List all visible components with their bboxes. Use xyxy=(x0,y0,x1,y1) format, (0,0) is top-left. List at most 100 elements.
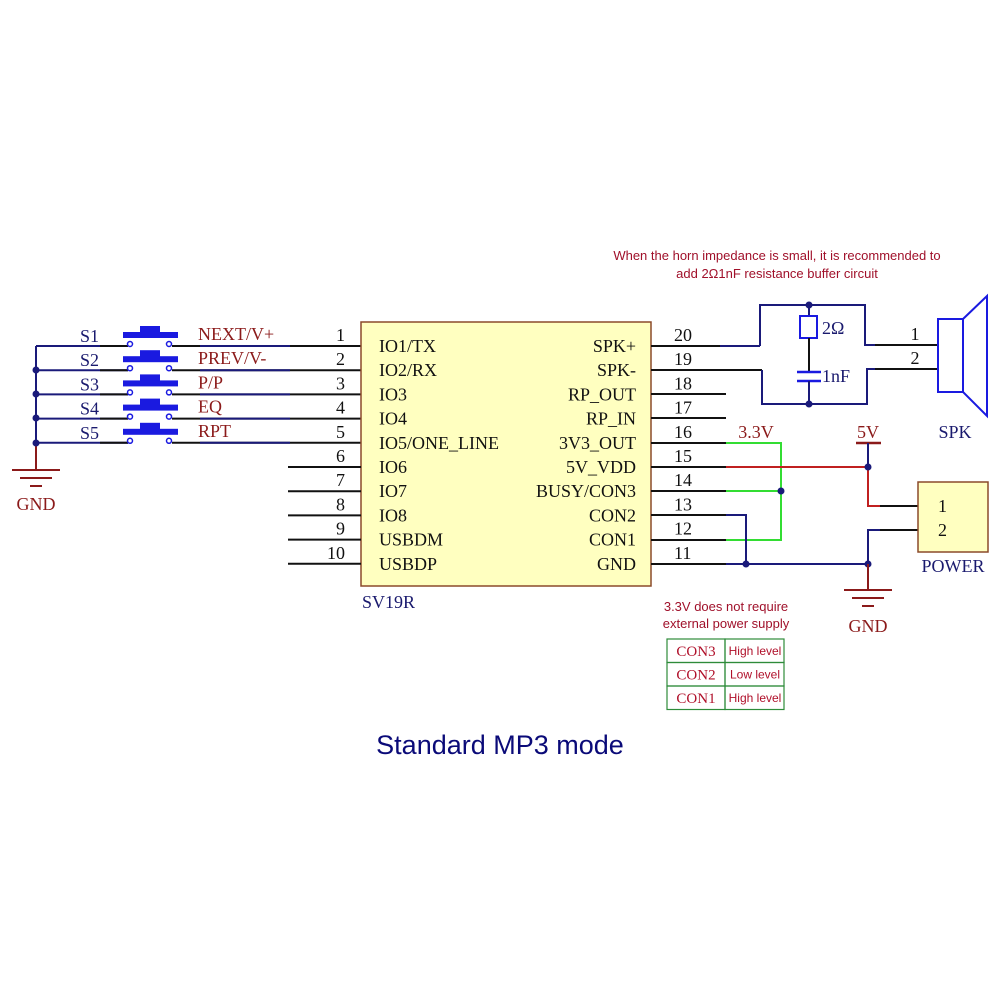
con-table-row: CON2 Low level xyxy=(666,661,785,687)
switch-ref: S4 xyxy=(80,399,99,419)
pin-number: 20 xyxy=(674,325,692,345)
pin-number: 10 xyxy=(327,543,345,563)
pin-label: IO6 xyxy=(379,457,407,477)
power-note-line1: 3.3V does not require xyxy=(664,599,788,614)
pin-number: 12 xyxy=(674,519,692,539)
pin-number: 15 xyxy=(674,446,692,466)
switch-s5: S5 RPT xyxy=(36,421,361,445)
pin-number: 7 xyxy=(336,470,345,490)
switch-s2: S2 PREV/V- xyxy=(36,348,361,372)
gnd-left-label: GND xyxy=(17,494,56,514)
pin-label: IO1/TX xyxy=(379,336,436,356)
speaker-label: SPK xyxy=(938,422,971,442)
switch-ref: S1 xyxy=(80,326,99,346)
diagram-title: Standard MP3 mode xyxy=(376,730,624,760)
pin-number: 19 xyxy=(674,349,692,369)
pin-number: 5 xyxy=(336,422,345,442)
pin-label: IO7 xyxy=(379,481,407,501)
horn-note-line2: add 2Ω1nF resistance buffer circuit xyxy=(676,266,878,281)
speaker-symbol xyxy=(937,293,988,419)
pin-label: RP_IN xyxy=(586,409,636,429)
pin-number: 13 xyxy=(674,494,692,514)
speaker-pin-2: 2 xyxy=(911,348,920,368)
pin-label: BUSY/CON3 xyxy=(536,481,636,501)
con-pin-name: CON3 xyxy=(676,644,715,660)
pin-label: SPK- xyxy=(597,360,636,380)
left-gnd-bus xyxy=(12,346,60,487)
net-5v-label: 5V xyxy=(857,422,879,442)
buffer-circuit xyxy=(651,301,938,408)
switch-ref: S3 xyxy=(80,374,99,394)
power-label: POWER xyxy=(922,556,985,576)
con-pin-name: CON1 xyxy=(676,691,715,707)
pin-number: 4 xyxy=(336,398,345,418)
pin-label: CON2 xyxy=(589,505,636,525)
pin-label: CON1 xyxy=(589,530,636,550)
capacitor-value: 1nF xyxy=(822,366,850,386)
power-wiring xyxy=(651,393,918,607)
pin-number: 16 xyxy=(674,422,692,442)
switch-s4: S4 EQ xyxy=(36,397,361,420)
pin-label: SPK+ xyxy=(593,336,636,356)
pin-label: USBDP xyxy=(379,554,437,574)
con-table-row: CON3 High level xyxy=(666,638,785,664)
pin-number: 9 xyxy=(336,519,345,539)
pin-label: USBDM xyxy=(379,530,443,550)
power-note-line2: external power supply xyxy=(663,616,790,631)
gnd-right-label: GND xyxy=(849,616,888,636)
pin-label: GND xyxy=(597,554,636,574)
speaker-pin-1: 1 xyxy=(911,324,920,344)
pin-label: IO2/RX xyxy=(379,360,437,380)
pin-number: 8 xyxy=(336,494,345,514)
pin-number: 18 xyxy=(674,373,692,393)
switch-function-label: P/P xyxy=(198,372,223,392)
con-level-value: High level xyxy=(729,644,782,658)
switch-ref: S5 xyxy=(80,423,99,443)
switch-ref: S2 xyxy=(80,350,99,370)
power-connector-body xyxy=(917,481,989,553)
chip-name: SV19R xyxy=(362,592,415,612)
pin-label: RP_OUT xyxy=(568,384,636,404)
con-level-value: Low level xyxy=(730,668,780,682)
switch-function-label: PREV/V- xyxy=(198,348,266,368)
pin-number: 2 xyxy=(336,349,345,369)
pin-number: 11 xyxy=(674,543,691,563)
pin-number: 1 xyxy=(336,325,345,345)
switch-function-label: RPT xyxy=(198,421,231,441)
con-pin-name: CON2 xyxy=(676,668,715,684)
net-3v3-label: 3.3V xyxy=(738,422,774,442)
switch-function-label: EQ xyxy=(198,397,222,417)
pin-label: 5V_VDD xyxy=(566,457,636,477)
switch-s3: S3 P/P xyxy=(36,372,361,396)
power-pin-1: 1 xyxy=(938,496,947,516)
pin-label: IO4 xyxy=(379,409,407,429)
chip-pin-15: 15 5V_VDD xyxy=(566,446,692,477)
pin-number: 6 xyxy=(336,446,345,466)
horn-note-line1: When the horn impedance is small, it is … xyxy=(613,248,940,263)
con-table-row: CON1 High level xyxy=(666,685,785,711)
con-level-value: High level xyxy=(729,691,782,705)
pin-number: 17 xyxy=(674,398,692,418)
sv19r-chip-body xyxy=(360,321,652,587)
power-pin-2: 2 xyxy=(938,520,947,540)
pin-number: 14 xyxy=(674,470,692,490)
